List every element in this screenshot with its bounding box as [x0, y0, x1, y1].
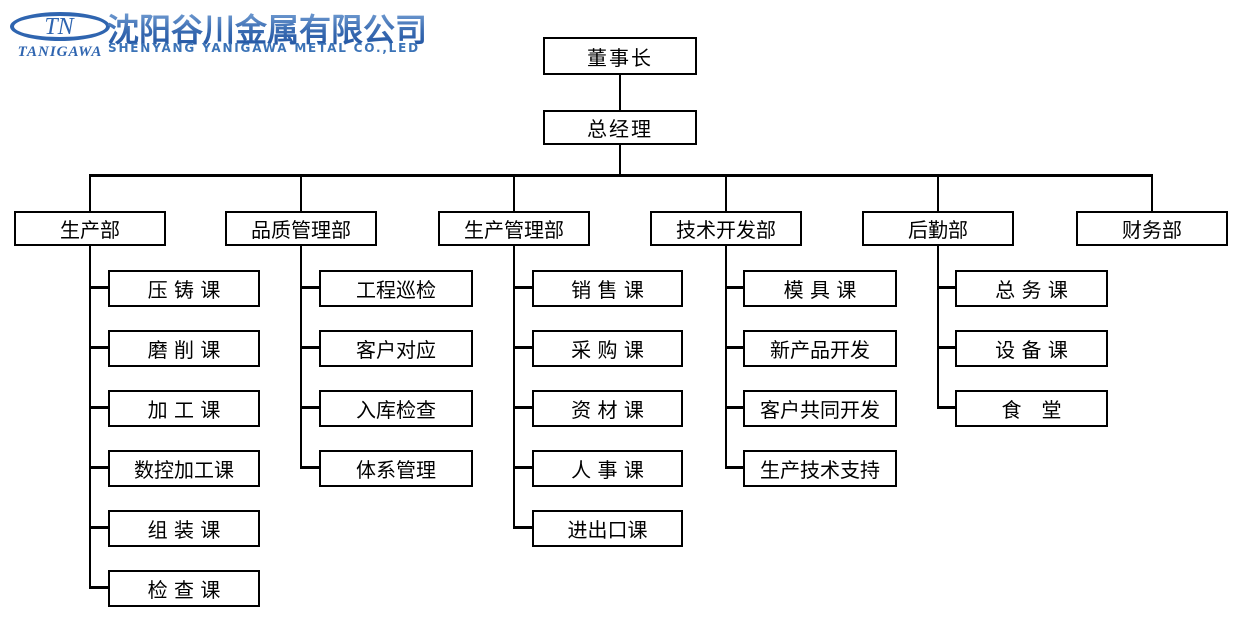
dept-box-production: 生产部 — [14, 211, 166, 246]
unit-box: 工程巡检 — [319, 270, 473, 307]
connector-line — [937, 174, 939, 213]
connector-line — [300, 406, 319, 409]
connector-line — [513, 244, 515, 529]
dept-box-production-management: 生产管理部 — [438, 211, 590, 246]
unit-box: 磨 削 课 — [108, 330, 260, 367]
connector-line — [513, 526, 532, 529]
node-general-manager: 总经理 — [543, 110, 697, 145]
unit-box: 检 查 课 — [108, 570, 260, 607]
unit-box: 入库检查 — [319, 390, 473, 427]
connector-line — [513, 286, 532, 289]
connector-line — [725, 346, 743, 349]
connector-line — [937, 286, 955, 289]
unit-box: 食 堂 — [955, 390, 1108, 427]
connector-line — [1151, 174, 1153, 213]
connector-line — [725, 466, 743, 469]
connector-line — [513, 466, 532, 469]
company-name-chinese: 沈阳谷川金属有限公司 — [107, 5, 427, 51]
connector-line — [89, 174, 1153, 177]
connector-line — [513, 174, 515, 213]
unit-box: 加 工 课 — [108, 390, 260, 427]
connector-line — [89, 244, 91, 589]
unit-box: 销 售 课 — [532, 270, 683, 307]
unit-box: 客户共同开发 — [743, 390, 897, 427]
connector-line — [89, 346, 108, 349]
connector-line — [619, 143, 621, 175]
unit-box: 设 备 课 — [955, 330, 1108, 367]
unit-box: 压 铸 课 — [108, 270, 260, 307]
dept-box-logistics: 后勤部 — [862, 211, 1014, 246]
unit-box: 客户对应 — [319, 330, 473, 367]
connector-line — [937, 346, 955, 349]
node-chairman: 董事长 — [543, 37, 697, 75]
connector-line — [619, 73, 621, 112]
connector-line — [300, 286, 319, 289]
unit-box: 组 装 课 — [108, 510, 260, 547]
unit-box: 模 具 课 — [743, 270, 897, 307]
connector-line — [89, 174, 91, 213]
dept-box-technology-development: 技术开发部 — [650, 211, 802, 246]
company-name-english: SHENYANG YANIGAWA METAL CO.,LED — [108, 41, 420, 55]
unit-box: 采 购 课 — [532, 330, 683, 367]
unit-box: 体系管理 — [319, 450, 473, 487]
dept-box-quality-management: 品质管理部 — [225, 211, 377, 246]
connector-line — [300, 174, 302, 213]
connector-line — [725, 286, 743, 289]
connector-line — [89, 406, 108, 409]
connector-line — [89, 526, 108, 529]
connector-line — [89, 466, 108, 469]
connector-line — [937, 244, 939, 409]
logo-brand-text: TANIGAWA — [17, 44, 103, 60]
connector-line — [725, 244, 727, 469]
logo-monogram: TN — [44, 13, 74, 40]
connector-line — [937, 406, 955, 409]
unit-box: 数控加工课 — [108, 450, 260, 487]
unit-box: 资 材 课 — [532, 390, 683, 427]
connector-line — [513, 406, 532, 409]
connector-line — [89, 586, 108, 589]
unit-box: 总 务 课 — [955, 270, 1108, 307]
connector-line — [725, 174, 727, 213]
dept-box-finance: 财务部 — [1076, 211, 1228, 246]
unit-box: 进出口课 — [532, 510, 683, 547]
unit-box: 生产技术支持 — [743, 450, 897, 487]
connector-line — [300, 466, 319, 469]
connector-line — [725, 406, 743, 409]
unit-box: 人 事 课 — [532, 450, 683, 487]
unit-box: 新产品开发 — [743, 330, 897, 367]
connector-line — [300, 244, 302, 469]
connector-line — [89, 286, 108, 289]
logo-ellipse-icon: TN — [10, 12, 110, 41]
connector-line — [513, 346, 532, 349]
connector-line — [300, 346, 319, 349]
